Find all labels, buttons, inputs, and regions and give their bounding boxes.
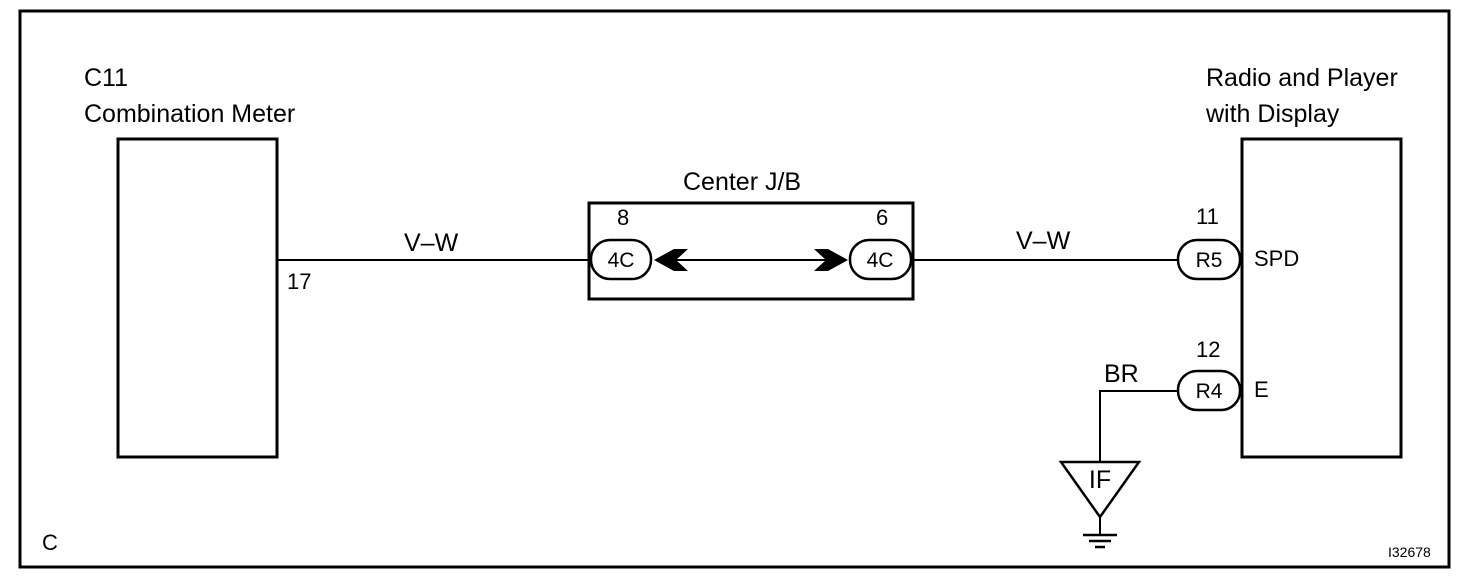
radio-terminal-e: E (1254, 377, 1269, 402)
meter-pin-17: 17 (287, 269, 311, 294)
jb-arrowhead-right (814, 249, 848, 271)
radio-connector-r4-label: R4 (1196, 380, 1223, 403)
diagram-frame (18, 9, 1451, 569)
meter-name: Combination Meter (84, 100, 295, 128)
jb-connector-left (589, 238, 653, 281)
radio-name-line1: Radio and Player (1206, 64, 1398, 92)
radio-connector-r5-label: R5 (1196, 249, 1223, 272)
radio-pin-11: 11 (1196, 204, 1219, 229)
center-jb-box (587, 201, 915, 301)
jb-connector-right-label: 4C (867, 249, 894, 272)
wire-color-meter-jb: V–W (404, 229, 459, 257)
jb-pin-6: 6 (876, 205, 888, 230)
wire-color-ground: BR (1104, 360, 1139, 388)
jb-connector-left-label: 4C (608, 249, 635, 272)
radio-name-line2: with Display (1205, 100, 1340, 128)
ground-icon (1083, 517, 1117, 549)
corner-letter: C (42, 530, 58, 555)
ground-point-triangle (1058, 460, 1142, 520)
radio-pin-12: 12 (1196, 337, 1220, 362)
ground-point-code: IF (1089, 466, 1111, 494)
jb-arrowhead-left (654, 249, 688, 271)
figure-id: I32678 (1388, 544, 1431, 560)
meter-code: C11 (84, 64, 128, 92)
radio-terminal-spd: SPD (1254, 246, 1299, 271)
wire-color-jb-radio: V–W (1016, 227, 1071, 255)
jb-pin-8: 8 (617, 205, 629, 230)
radio-player-box (1240, 137, 1403, 459)
wire-ground (1099, 390, 1178, 462)
combination-meter-box (116, 137, 279, 459)
radio-connector-r5 (1176, 238, 1242, 281)
junction-block-name: Center J/B (683, 168, 801, 196)
